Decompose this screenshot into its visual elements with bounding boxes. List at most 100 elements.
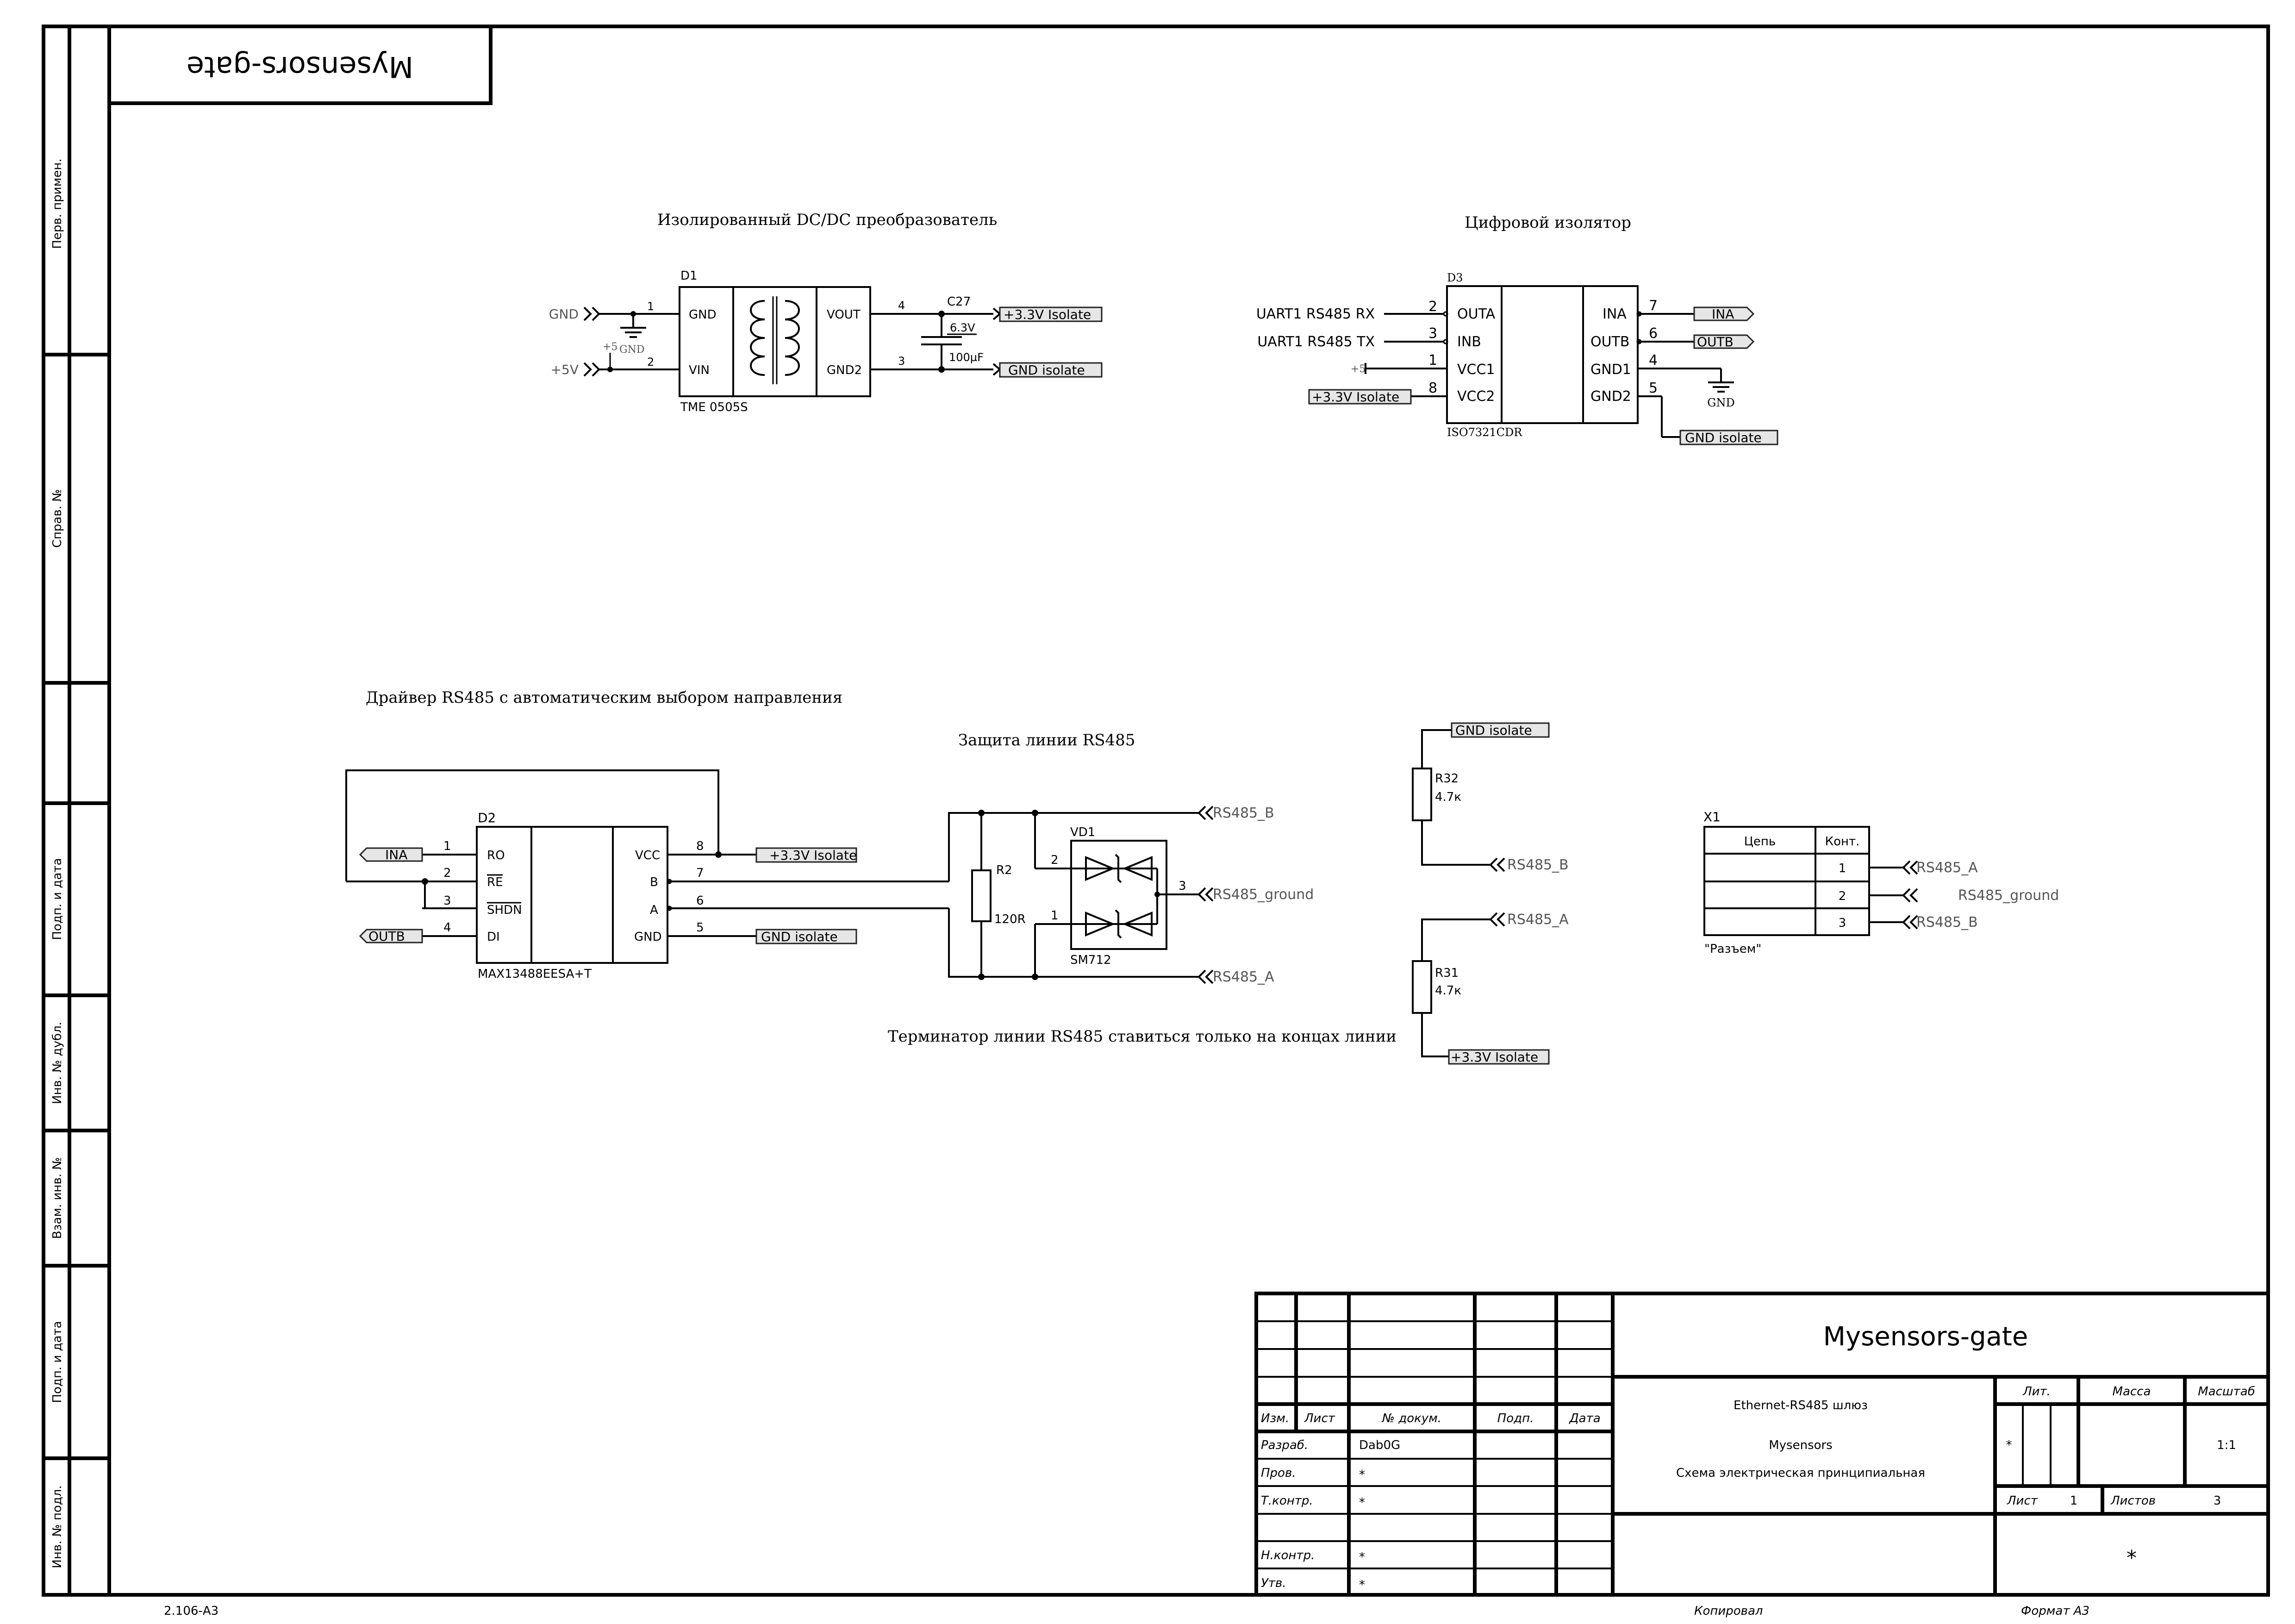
port-ina-d2: [359, 847, 423, 862]
strip-inv-dubl: Инв. № дубл.: [50, 1022, 64, 1104]
drawing-frame: [107, 25, 2270, 1597]
tb-org: *: [2127, 1546, 2137, 1570]
net-flag-33-isolate: [999, 306, 1103, 322]
c27-value: 100µF: [949, 351, 984, 364]
x1-pin-1: 1: [1839, 862, 1846, 875]
r32-ref: R32: [1435, 772, 1459, 786]
prot-net-b: RS485_B: [1213, 805, 1274, 821]
title-block: Mysensors-gate Изм. Лист № докум. Подп. …: [1254, 1292, 2270, 1597]
tb-project-name: Mysensors-gate: [1823, 1322, 2028, 1352]
d3-small-5: +5: [1351, 363, 1366, 375]
transformer-icon: [750, 300, 765, 376]
d3-net-33: +3.3V Isolate: [1312, 389, 1399, 405]
d3-port-ina: INA: [1712, 306, 1734, 322]
port-ina-d3: [1693, 306, 1755, 321]
strip-sprav-no: Справ. №: [50, 489, 64, 548]
bias-net-a: RS485_A: [1507, 912, 1569, 928]
tvs-diode-2-icon: [1081, 909, 1157, 939]
net-flag-gnd-isolate-r32: [1451, 722, 1550, 738]
tb-prov: Пров.: [1261, 1466, 1296, 1480]
d3-ref: D3: [1447, 271, 1463, 284]
x1-col-cont: Конт.: [1825, 835, 1860, 849]
d1-pin-vin: VIN: [689, 363, 710, 377]
protection-heading: Защита линии RS485: [958, 731, 1135, 750]
vd1-ref: VD1: [1070, 825, 1095, 839]
x1-caption: "Разъем": [1704, 942, 1761, 956]
d3-pn-5: 5: [1649, 380, 1658, 396]
tb-masshtab: Масштаб: [2198, 1385, 2255, 1399]
x1-pin-3: 3: [1839, 916, 1846, 930]
r2-value: 120R: [994, 912, 1026, 926]
port-gnd-label: GND: [549, 306, 579, 322]
tb-nkontr-val: *: [1359, 1550, 1365, 1564]
r2-body: [971, 869, 992, 922]
strip-vzam-inv: Взам. инв. №: [50, 1157, 64, 1239]
port-5v-label: +5V: [551, 362, 579, 377]
tb-doc-no: № докум.: [1381, 1412, 1441, 1425]
tb-lit-val: *: [2006, 1438, 2012, 1452]
tb-lit: Лит.: [2022, 1385, 2051, 1399]
vd1-pn-1: 1: [1051, 909, 1059, 923]
d1-pin-gnd: GND: [689, 308, 717, 322]
d2-net-gnd: GND isolate: [761, 929, 838, 944]
bias-net-33: +3.3V Isolate: [1451, 1049, 1538, 1065]
tb-massa: Масса: [2113, 1385, 2151, 1399]
strip-podp-data-2: Подп. и дата: [50, 1321, 64, 1403]
tb-desc-1: Ethernet-RS485 шлюз: [1734, 1399, 1868, 1412]
prot-net-ground: RS485_ground: [1213, 887, 1314, 903]
d2-pin-vcc: VCC: [635, 849, 660, 862]
d1-ref: D1: [680, 269, 698, 283]
net-flag-33-isolate-d2: [755, 847, 857, 863]
d3-pn-8: 8: [1428, 380, 1437, 396]
protection-section: Защита линии RS485 R2 120R VD1 SM712 2 1: [888, 731, 1397, 1046]
tb-nkontr: Н.контр.: [1261, 1549, 1315, 1562]
d2-pn-8: 8: [696, 839, 704, 853]
d1-small-gnd: GND: [619, 344, 644, 356]
bias-section: GND isolate R32 4.7к RS485_B RS485_A R31…: [1412, 722, 1569, 1065]
d3-pn-4: 4: [1649, 352, 1658, 369]
tb-sheet-lbl: Лист: [2007, 1494, 2038, 1508]
d2-body: [476, 826, 668, 964]
isolator-heading: Цифровой изолятор: [1465, 213, 1631, 232]
d3-pin-outa: OUTA: [1457, 306, 1496, 322]
net-flag-gnd-isolate-d2: [755, 929, 857, 944]
d2-ref: D2: [478, 810, 496, 825]
d3-pn-3: 3: [1428, 325, 1437, 342]
x1-net-3: RS485_B: [1916, 914, 1978, 931]
strip-inv-podl: Инв. № подл.: [50, 1485, 64, 1568]
d2-pn-1: 1: [443, 839, 451, 853]
c27-ref: C27: [947, 295, 971, 309]
net-flag-gnd-isolate-d3: [1679, 430, 1778, 445]
strip-podp-data-1: Подп. и дата: [50, 858, 64, 940]
strip-perv-primen: Перв. примен.: [50, 158, 64, 249]
port-5v-icon: [583, 362, 611, 377]
port-outb-d2: [359, 929, 423, 943]
d1-pn-2: 2: [647, 356, 654, 369]
vd1-part: SM712: [1070, 953, 1111, 967]
net-flag-33-isolate-d3: [1308, 389, 1412, 405]
d3-pin-outb: OUTB: [1590, 334, 1629, 350]
tb-podp: Подп.: [1497, 1412, 1534, 1425]
port-gnd-icon: [583, 306, 611, 321]
x1-net-1: RS485_A: [1916, 860, 1978, 876]
d3-part: ISO7321CDR: [1447, 426, 1522, 439]
d2-port-ina: INA: [385, 847, 407, 862]
d2-pin-gnd: GND: [634, 930, 662, 944]
r32-body: [1412, 768, 1432, 821]
net-uart-rx: UART1 RS485 RX: [1256, 306, 1375, 322]
d2-pn-4: 4: [443, 921, 451, 935]
d3-pn-1: 1: [1428, 352, 1437, 369]
x1-col-net: Цепь: [1744, 835, 1776, 849]
tb-tkontr: Т.контр.: [1261, 1494, 1313, 1508]
d1-body: [679, 286, 871, 397]
r31-value: 4.7к: [1435, 984, 1461, 998]
x1-ref: X1: [1703, 809, 1721, 824]
net-uart-tx: UART1 RS485 TX: [1257, 334, 1375, 350]
isolator-section: Цифровой изолятор D3 OUTA INB VCC1 VCC2 …: [1256, 213, 1778, 445]
net-flag-33-isolate-r31: [1448, 1049, 1550, 1065]
d3-pn-2: 2: [1428, 299, 1437, 315]
footer-code: 2.106-А3: [164, 1604, 218, 1618]
net-gnd-isolate-label: GND isolate: [1008, 362, 1085, 378]
r31-body: [1412, 960, 1432, 1014]
